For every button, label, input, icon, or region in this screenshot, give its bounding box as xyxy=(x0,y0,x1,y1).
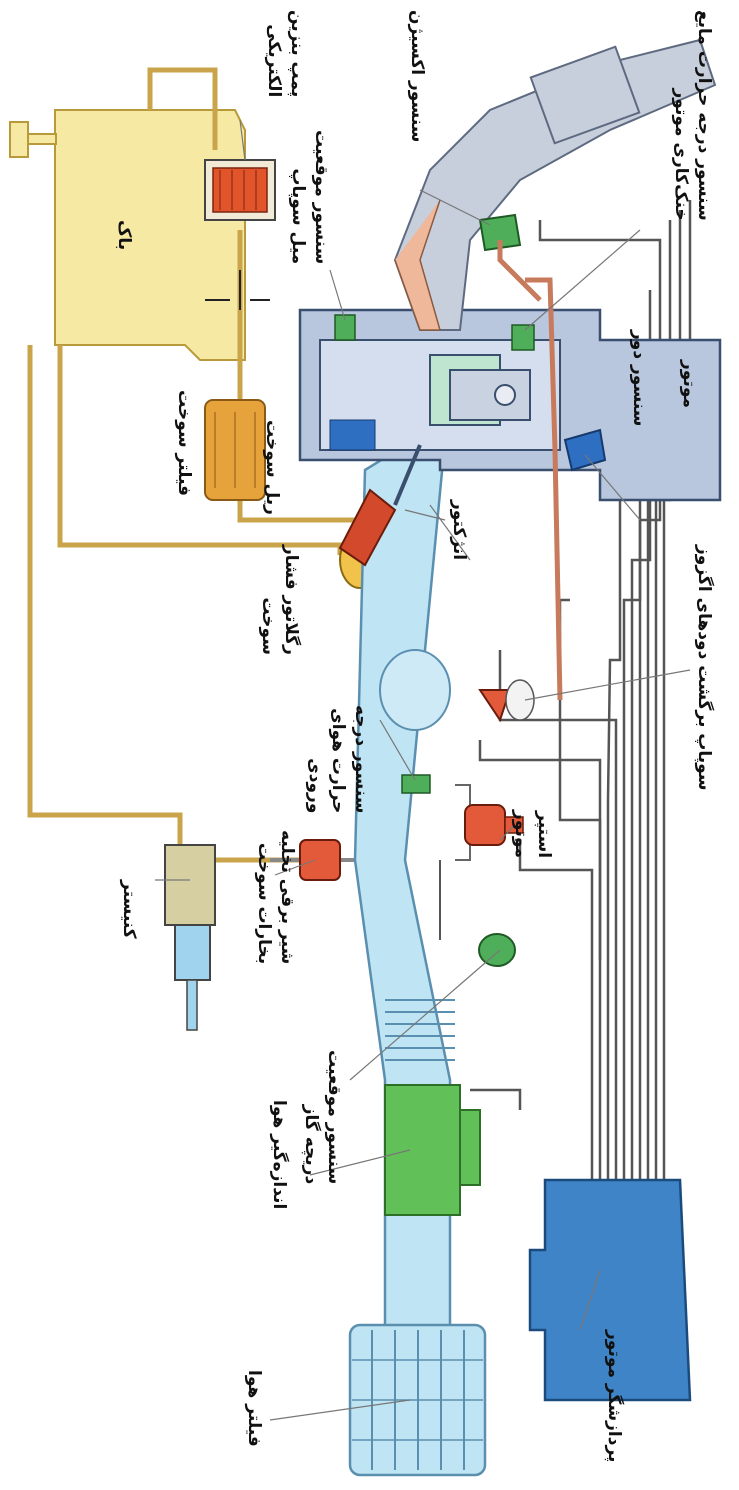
label-pressure-regulator-line1: رگلاتور فشار xyxy=(281,545,301,655)
label-intake-temp-sensor-line3: ورودی xyxy=(305,758,326,814)
label-idle-motor-line2: موتور xyxy=(511,810,532,859)
label-coolant-sensor-line2: خنک‌کاری موتور xyxy=(671,88,692,221)
label-fuel-pump-line2: الکتریکی xyxy=(264,24,285,98)
label-ecu-text: پردازشگر موتور xyxy=(604,1330,624,1463)
engine-speed-sensor xyxy=(563,428,607,472)
camshaft-position-sensor xyxy=(334,314,356,341)
label-air-filter: فیلتر هوا xyxy=(242,1370,265,1447)
canister xyxy=(164,844,216,1031)
throttle-position-sensor xyxy=(439,860,516,967)
label-fuel-filter-text: فیلتر سوخت xyxy=(174,390,194,497)
fuel-filter xyxy=(204,399,266,501)
label-oxygen-sensor: سنسور اکسیژن xyxy=(405,10,428,142)
label-pressure-regulator: رگلاتور فشار سوخت xyxy=(256,545,302,655)
fuel-tank xyxy=(9,109,246,361)
label-air-meter: اندازه‌گیر هوا xyxy=(267,1100,290,1209)
label-fuel-rail-text: ریل سوخت xyxy=(262,420,282,515)
label-fuel-pump: پمپ بنزین الکتریکی xyxy=(262,10,308,97)
label-idle-motor: استپر موتور xyxy=(509,810,555,858)
egr-system xyxy=(478,240,563,723)
label-fuel-pump-line1: پمپ بنزین xyxy=(287,10,307,98)
label-coolant-sensor: سنسور درجه حرارت مایع خنک‌کاری موتور xyxy=(669,10,715,221)
label-intake-temp-sensor-line1: سنسور درجه xyxy=(351,705,371,814)
label-fuel-filter: فیلتر سوخت xyxy=(172,390,195,496)
label-injector: انژکتور xyxy=(447,500,470,560)
coolant-temperature-sensor xyxy=(511,324,535,351)
exhaust-pipe xyxy=(393,38,717,331)
air-flow-meter xyxy=(384,1084,481,1216)
intake-temperature-sensor xyxy=(401,774,431,794)
label-camshaft-sensor-line2: میل سوپاپ xyxy=(288,168,309,265)
fuel-lines xyxy=(27,67,413,880)
label-throttle-sensor-line2: دریچه گاز xyxy=(301,1104,322,1185)
label-purge-valve-line1: شیر برقی تخلیه xyxy=(277,830,297,965)
label-purge-valve: شیر برقی تخلیه بخارات سوخت xyxy=(252,830,298,964)
label-idle-motor-line1: استپر xyxy=(534,811,554,859)
label-air-meter-text: اندازه‌گیر هوا xyxy=(269,1100,289,1210)
label-engine-speed-sensor-text: سنسور دور xyxy=(629,330,649,427)
label-purge-valve-line2: بخارات سوخت xyxy=(254,842,275,965)
label-tank: باک xyxy=(112,220,135,250)
label-canister: کنیستر xyxy=(117,880,140,939)
label-throttle-sensor: سنسور موقعیت دریچه گاز xyxy=(299,1050,345,1184)
idle-stepper-motor xyxy=(455,784,524,861)
label-egr-valve-text: سوپاپ برگشت دودهای اگزوز xyxy=(694,545,714,791)
label-ecu: پردازشگر موتور xyxy=(602,1330,625,1462)
label-camshaft-sensor: سنسور موقعیت میل سوپاپ xyxy=(286,130,332,264)
label-engine: موتور xyxy=(677,360,700,408)
label-intake-temp-sensor-line2: حرارت هوای xyxy=(328,708,349,814)
injector xyxy=(338,444,422,567)
air-filter xyxy=(348,1323,487,1477)
label-egr-valve: سوپاپ برگشت دودهای اگزوز xyxy=(692,545,715,791)
label-tank-text: باک xyxy=(114,220,134,251)
label-camshaft-sensor-line1: سنسور موقعیت xyxy=(311,130,331,265)
fuel-pump xyxy=(204,159,276,310)
label-throttle-sensor-line1: سنسور موقعیت xyxy=(324,1050,344,1185)
label-leader-lines xyxy=(155,119,691,1421)
engine-control-unit xyxy=(528,1178,692,1402)
label-injector-text: انژکتور xyxy=(449,500,469,561)
label-engine-text: موتور xyxy=(679,360,699,409)
oxygen-sensor xyxy=(478,213,522,252)
label-pressure-regulator-line2: سوخت xyxy=(258,597,279,655)
label-fuel-rail: ریل سوخت xyxy=(260,420,283,515)
label-air-filter-text: فیلتر هوا xyxy=(244,1370,264,1447)
engine-block xyxy=(298,308,722,502)
label-intake-temp-sensor: سنسور درجه حرارت هوای ورودی xyxy=(303,705,372,813)
label-canister-text: کنیستر xyxy=(119,880,139,939)
label-engine-speed-sensor: سنسور دور xyxy=(627,330,650,426)
label-oxygen-sensor-text: سنسور اکسیژن xyxy=(407,10,427,143)
purge-valve xyxy=(270,839,395,881)
label-coolant-sensor-line1: سنسور درجه حرارت مایع xyxy=(694,10,714,221)
